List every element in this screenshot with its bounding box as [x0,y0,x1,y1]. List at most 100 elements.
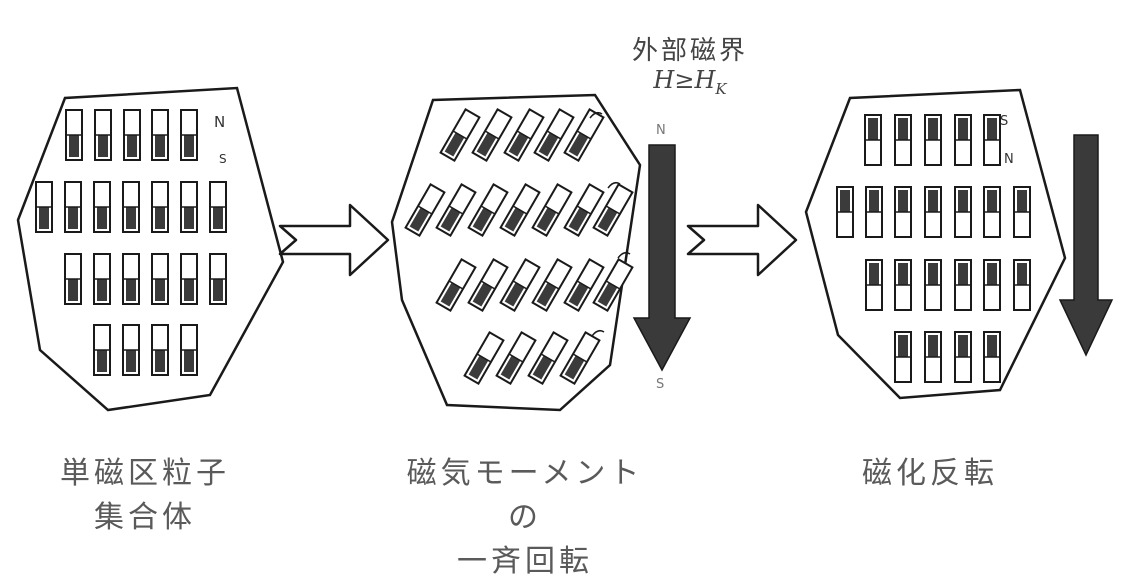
grain-3-particle [1013,186,1031,238]
grain-1-pole-s: S [219,152,227,166]
grain-1-pole-n: N [214,113,225,131]
grain-2-particle [499,257,541,313]
grain-1-particle [93,181,111,233]
grain-2-particle [467,257,509,313]
grain-2-rotation-arcs [589,111,631,337]
grain-3-particle [983,114,1001,166]
grain-3-particle [865,259,883,311]
grain-2-particle [503,107,545,163]
grain-3-particle [983,331,1001,383]
grain-1-particle [35,181,53,233]
grain-3-particle [1013,259,1031,311]
grain-1-particle [180,181,198,233]
magnetization-reversal-diagram: N S N S S N 外部磁界 H≥HK 単磁区粒子 集合体 磁気モーメントの… [16,36,1114,579]
grain-3-particle [983,259,1001,311]
grain-1-particle [209,181,227,233]
grain-3-caption: 磁化反転 [830,452,1030,496]
grain-3-particle [894,259,912,311]
grain-2-particles [404,107,634,386]
grain-1-particle [123,109,141,161]
diagram-canvas: N S N S S N [16,86,1114,412]
grain-3-particle [954,186,972,238]
field-condition: H≥HK [610,66,770,98]
grain-3-particle [924,331,942,383]
grain-3-particle [836,186,854,238]
grain-3-particle [954,331,972,383]
grain-1-particle [151,109,169,161]
grain-2-particle [527,330,569,386]
grain-3-particle [954,259,972,311]
grain-1-particle [209,253,227,305]
grain-2-outline [390,93,642,412]
grain-1-caption-line-2: 集合体 [94,500,196,535]
grain-1-particle [122,181,140,233]
grain-3-particle [954,114,972,166]
rotation-arc [589,111,603,119]
field-arrow-right [1058,134,1114,357]
grain-2-particle [439,107,481,163]
grain-1-particle [93,253,111,305]
grain-2-caption-line-1: 磁気モーメントの [406,456,644,535]
grain-2-particle [435,182,477,238]
grain-1-particle [122,324,140,376]
grain-3-pole-s: S [1000,114,1008,129]
grain-3-particle [894,114,912,166]
grain-1-particle [180,324,198,376]
grain-2-particle [533,107,575,163]
grain-3-particle [924,186,942,238]
field-pole-s-label: S [656,377,664,392]
grain-2-particle [435,257,477,313]
grain-2-particle [463,330,505,386]
grain-2-particle [531,257,573,313]
grain-1-particle [151,324,169,376]
grain-3-particle [865,186,883,238]
grain-1-caption: 単磁区粒子 集合体 [30,452,260,540]
grain-3-particle [924,259,942,311]
rotation-arc [607,181,621,189]
rotation-arc [591,329,605,337]
grain-2-particle [467,182,509,238]
grain-2-particle [404,182,446,238]
grain-2-particle [563,182,605,238]
grain-3-particle [983,186,1001,238]
grain-3-outline [804,88,1067,400]
grain-2-particle [559,330,601,386]
transition-arrow-2 [686,203,798,277]
grain-2-particle [471,107,513,163]
grain-3-particle [894,331,912,383]
grain-1-particle [65,109,83,161]
grain-2-particle [531,182,573,238]
grain-1-particles [35,109,227,376]
transition-arrow-1 [278,203,390,277]
grain-1-particle [93,324,111,376]
field-condition-text: H≥H [653,66,716,94]
field-pole-n-label: N [656,123,666,138]
grain-2-particle [563,257,605,313]
grain-1-outline [16,86,285,412]
grain-2-particle [592,257,634,313]
grain-3-caption-line-1: 磁化反転 [862,456,998,491]
grain-1-particle [151,181,169,233]
grain-3-pole-n: N [1004,152,1014,167]
grain-3-particle [894,186,912,238]
grain-1-particle [151,253,169,305]
grain-1-particle [64,253,82,305]
field-condition-subscript: K [715,79,727,98]
grain-1-caption-line-1: 単磁区粒子 [60,456,230,491]
grain-3-particle [924,114,942,166]
grain-2-particle [592,182,634,238]
grain-3-particle [864,114,882,166]
grain-1-particle [180,253,198,305]
grain-1-particle [64,181,82,233]
rotation-arc [617,251,631,259]
external-field-label: 外部磁界 [631,36,748,66]
grain-2-caption: 磁気モーメントの 一斉回転 [390,452,660,584]
field-arrow-middle [632,144,692,372]
grain-1-particle [180,109,198,161]
grain-1-particle [122,253,140,305]
grain-2-particle [499,182,541,238]
grain-3-particles [836,114,1031,383]
grain-2-caption-line-2: 一斉回転 [457,544,593,579]
grain-2-particle [495,330,537,386]
grain-1-particle [94,109,112,161]
